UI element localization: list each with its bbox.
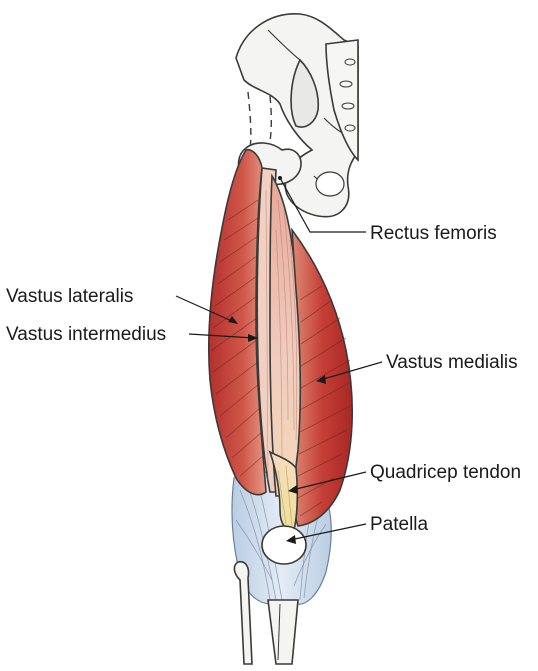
vastus-lateralis-label: Vastus lateralis	[6, 286, 133, 307]
leader-dot	[278, 176, 282, 180]
quadricep-tendon-label: Quadricep tendon	[370, 462, 521, 483]
label-vastus-lateralis: Vastus lateralis	[6, 286, 238, 324]
rectus-femoris-label: Rectus femoris	[370, 223, 497, 244]
vastus-intermedius-label: Vastus intermedius	[6, 324, 166, 345]
patella-label: Patella	[370, 514, 429, 535]
vastus-medialis-label: Vastus medialis	[386, 352, 518, 373]
patella-bone	[262, 526, 306, 564]
rectus-femoris-muscle	[270, 176, 302, 496]
